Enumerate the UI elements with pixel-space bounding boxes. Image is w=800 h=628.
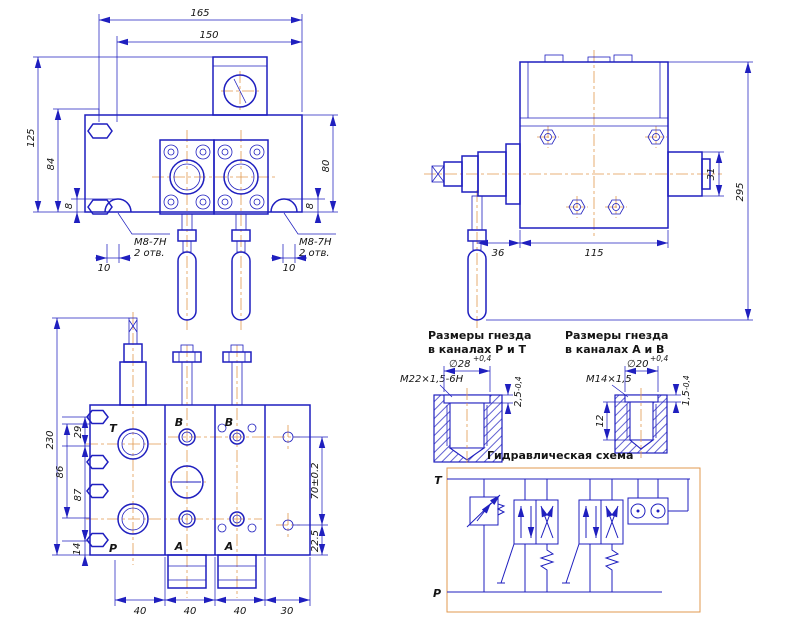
hex-nut (87, 199, 113, 215)
top-view: Т Р В В А А 230 29 87 14 86 70±0.2 22.5 (45, 312, 328, 617)
dim-115: 115 (584, 248, 603, 259)
socket-ab-title-line1: Размеры гнезда (565, 329, 669, 342)
valve-body-top (89, 404, 311, 556)
schema-border (446, 467, 701, 613)
dim-40a: 40 (134, 606, 147, 617)
dim-8-right: 8 (305, 203, 316, 209)
front-view: 165 150 125 84 80 8 8 М8-7Н 2 отв. М8-7Н… (26, 8, 338, 330)
mounting-bolts (539, 129, 665, 215)
socket-pt-depth-tol: -0,4 (514, 376, 523, 391)
dim-70: 70±0.2 (310, 462, 321, 499)
socket-pt-title-line1: Размеры гнезда (428, 329, 532, 342)
socket-pt-thread: М22×1,5-6Н (400, 374, 464, 385)
port-label-b2: В (225, 416, 233, 429)
flange-block-1 (159, 139, 215, 215)
pilot-valve-assembly (431, 143, 521, 205)
dim-230: 230 (45, 430, 56, 449)
flow-divider-symbol (627, 479, 689, 525)
dim-80: 80 (321, 160, 332, 173)
socket-pt-depth: 2,5 (513, 391, 524, 407)
schema-port-p: Р (433, 587, 441, 600)
socket-ab-thread: М14×1,5 (586, 374, 632, 385)
directional-valve-2 (562, 479, 624, 592)
top-cover-block (212, 56, 268, 116)
center-plug (170, 465, 204, 499)
schema-title: Гидравлическая схема (487, 449, 633, 462)
port-label-b1: В (175, 416, 183, 429)
flange-block-2 (213, 139, 269, 215)
socket-ab-depth: 1,5 (681, 390, 692, 406)
port-label-a1: А (174, 540, 184, 553)
port-b1-hole (178, 428, 196, 446)
dim-40c: 40 (234, 606, 247, 617)
socket-ab-title-line2: в каналах А и В (565, 343, 664, 356)
spool-end-caps (167, 554, 257, 589)
dim-29: 29 (73, 426, 84, 439)
dim-165: 165 (190, 8, 209, 19)
dim-84: 84 (46, 158, 57, 171)
schema-port-t: Т (434, 474, 443, 487)
socket-detail-pt: Размеры гнезда в каналах Р и Т М22×1,5-6… (400, 329, 532, 466)
dim-10-left: 10 (98, 263, 111, 274)
dim-36: 36 (492, 248, 505, 259)
port-a2-hole (229, 511, 245, 527)
directional-valve-1 (497, 479, 559, 592)
port-b2-hole (229, 429, 245, 445)
hex-nut (87, 123, 113, 139)
dim-40b: 40 (184, 606, 197, 617)
port-label-a2: А (224, 540, 234, 553)
dim-12: 12 (595, 415, 606, 428)
dim-87: 87 (73, 488, 84, 501)
side-view: 36 115 31 295 (424, 50, 753, 330)
socket-detail-ab: Размеры гнезда в каналах А и В М14×1,5 ∅… (565, 329, 692, 458)
valve-body-front (84, 114, 303, 213)
socket-ab-dia-tol: +0,4 (650, 354, 668, 363)
port-t-hole (117, 428, 149, 460)
adjust-screw (223, 74, 257, 108)
port-a1-hole (178, 510, 196, 528)
socket-pt-dia-tol: +0,4 (473, 354, 491, 363)
port-label-t: Т (109, 422, 118, 435)
dim-14: 14 (72, 543, 83, 556)
side-hex-nuts (86, 409, 109, 548)
dim-86: 86 (55, 466, 66, 479)
thread-callout-right-line1: М8-7Н (299, 237, 332, 248)
port-p-hole (117, 503, 149, 535)
hydraulic-schema: Гидравлическая схема Т Р (433, 449, 701, 613)
thread-callout-left-line2: 2 отв. (134, 248, 165, 259)
spool-clevis-2 (222, 344, 252, 406)
thread-callout-right-line2: 2 отв. (299, 248, 330, 259)
lever-handle-2 (231, 213, 251, 321)
port-label-p: Р (109, 542, 117, 555)
socket-pt-dia: ∅28 (449, 359, 470, 370)
dim-125: 125 (26, 128, 37, 147)
thread-callout-left-line1: М8-7Н (134, 237, 167, 248)
socket-ab-dia: ∅20 (627, 359, 648, 370)
relief-valve-adjuster (119, 317, 147, 406)
relief-valve-symbol (466, 479, 506, 592)
dim-31: 31 (706, 168, 717, 181)
dim-295: 295 (735, 182, 746, 201)
dim-30: 30 (281, 606, 294, 617)
spool-clevis-1 (172, 344, 202, 406)
dim-22-5: 22.5 (310, 530, 321, 552)
socket-ab-depth-tol: -0,4 (682, 375, 691, 390)
dim-150: 150 (199, 30, 218, 41)
dim-10-right: 10 (283, 263, 296, 274)
socket-pt-title-line2: в каналах Р и Т (428, 343, 527, 356)
dim-8-left: 8 (64, 203, 75, 209)
lever-handle-1 (177, 213, 197, 321)
